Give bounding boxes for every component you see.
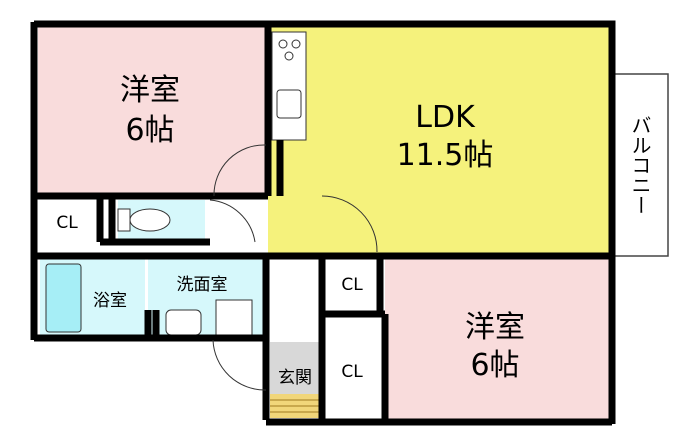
stove-icon [278,39,301,61]
entrance-label: 玄関 [278,368,312,388]
western-room-1 [38,27,266,194]
closet-left-label: CL [56,213,78,233]
closet-lower-label: CL [341,362,363,382]
ldk-size: 11.5帖 [397,138,494,173]
walls [30,20,616,426]
ldk-name: LDK [415,100,476,135]
closet-mid-label: CL [341,275,363,295]
closet-left [40,200,95,241]
western-room-1-size: 6帖 [125,113,174,148]
bathroom-label: 浴室 [93,291,127,311]
kitchen-sink-icon [276,89,302,119]
bathtub [45,263,82,333]
entrance-step [270,394,320,418]
washing-machine-space [215,299,253,337]
balcony [611,73,669,257]
entrance-tiles [270,342,320,394]
balcony-label: バルコニー [628,115,652,215]
western-room-2-size: 6帖 [470,348,519,383]
washroom-label: 洗面室 [177,275,228,295]
toilet-icon [129,208,171,232]
sink-icon [165,309,202,336]
ldk-room [268,27,610,253]
western-room-1-name: 洋室 [120,73,180,108]
door-swings [209,144,378,391]
western-room-2 [385,259,610,421]
toilet-tank [117,208,131,232]
kitchen-counter [271,31,307,141]
western-room-2-name: 洋室 [465,310,525,345]
